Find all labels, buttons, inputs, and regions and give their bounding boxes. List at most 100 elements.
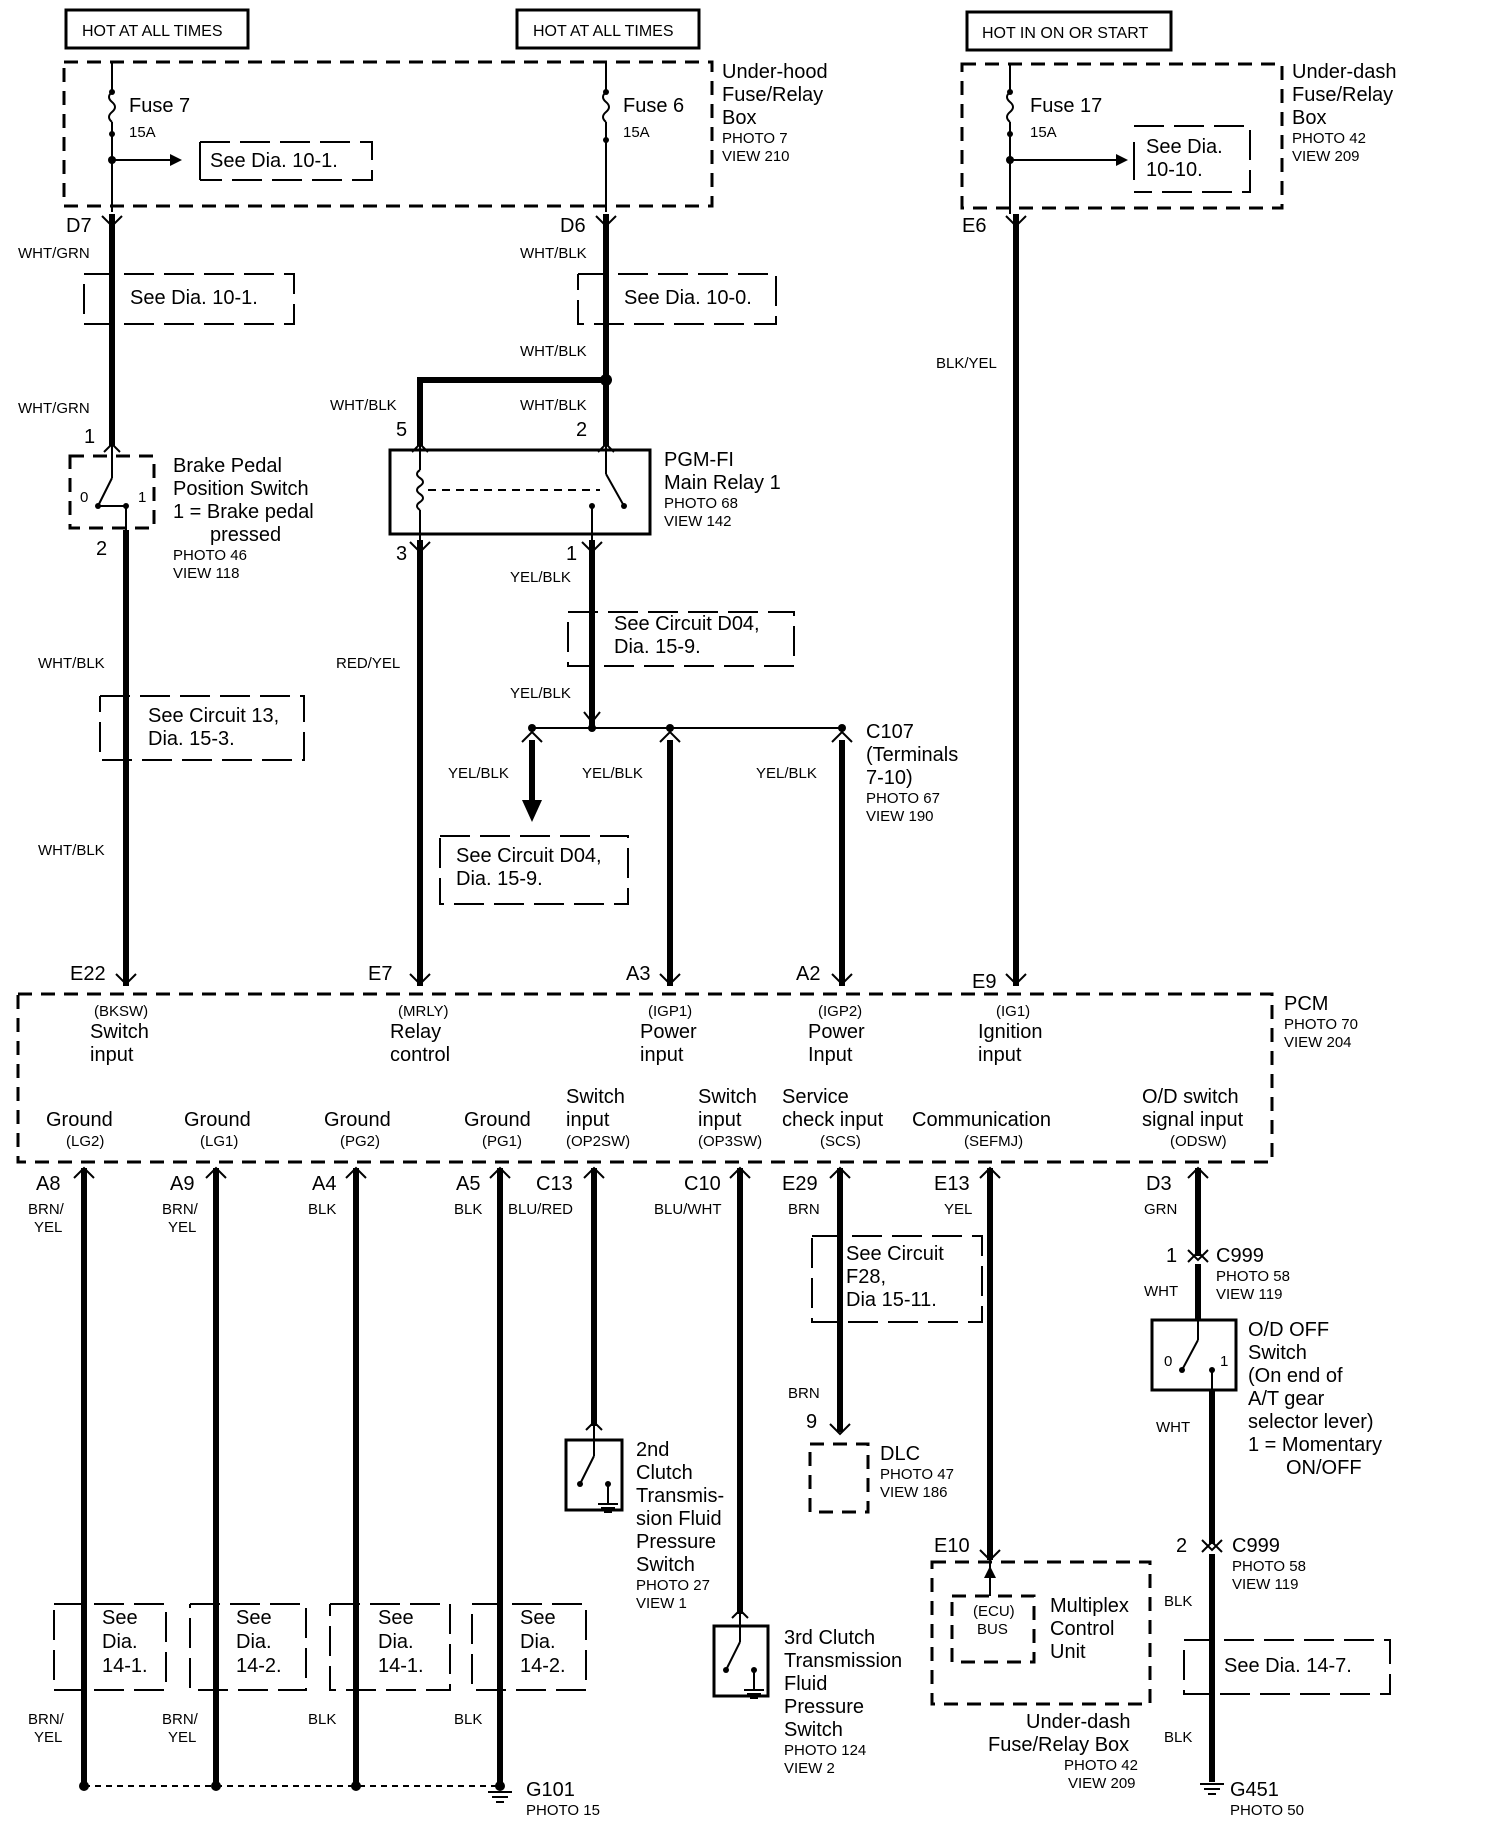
sw3-label-2: Transmission [784,1650,902,1672]
pcm-igp1-code: (IGP1) [648,1003,692,1020]
ref-circuit-13-2: Dia. 15-3. [148,728,235,750]
brake-pin-2: 2 [96,538,107,560]
c999a-name: C999 [1216,1245,1264,1267]
ref-box-g2 [189,1603,307,1691]
hot-label-box-1 [64,8,250,50]
wire-label-wht-blk-brake-1: WHT/BLK [38,655,105,672]
terminal-e7: E7 [368,963,392,985]
fuse-7-name: Fuse 7 [129,95,190,117]
wire-label-a8-2: YEL [34,1219,62,1236]
mcu-bus-box [950,1594,1036,1664]
mcu-box-label-2: Fuse/Relay Box [988,1734,1129,1756]
ref-g3-3: 14-1. [378,1655,424,1677]
c107-label-1: C107 [866,721,914,743]
relay-pin-5: 5 [396,419,407,441]
wire-label-wht-blk-brake-2: WHT/BLK [38,842,105,859]
relay-pin-2: 2 [576,419,587,441]
od-label-7: ON/OFF [1286,1457,1362,1479]
wire-label-wht-blk-d6: WHT/BLK [520,245,587,262]
hot-label-1: HOT AT ALL TIMES [82,23,223,40]
brake-switch-label-3: 1 = Brake pedal [173,501,314,523]
dlc-pin: 9 [806,1411,817,1433]
ref-d04-b-2: Dia. 15-9. [456,868,543,890]
g101-photo: PHOTO 15 [526,1802,600,1819]
wire-label-a5: BLK [454,1201,482,1218]
wire-label-b5: BLK [454,1711,482,1728]
wire-label-b9-1: BRN/ [162,1711,199,1728]
terminal-a4: A4 [312,1173,336,1195]
arrow-to-d04 [522,800,542,822]
underdash-fuse-box-top [960,62,1284,210]
wire-label-yel-blk-1: YEL/BLK [510,569,571,586]
terminal-a5: A5 [456,1173,480,1195]
sw2-label-3: Transmis- [636,1485,724,1507]
od-pos-1: 1 [1220,1353,1228,1370]
pcm-mrly-2: control [390,1044,450,1066]
brake-switch-label-4: pressed [210,524,281,546]
g101-label: G101 [526,1779,575,1801]
pcm-ig1-2: input [978,1044,1022,1066]
wire-label-wht-blk-mid: WHT/BLK [520,343,587,360]
ref-d04-a-2: Dia. 15-9. [614,636,701,658]
hot-label-3: HOT IN ON OR START [982,25,1148,42]
pcm-lg1-code: (LG1) [200,1133,238,1150]
pcm-ig1-1: Ignition [978,1021,1043,1043]
ref-g2-3: 14-2. [236,1655,282,1677]
ref-box-d04-b [439,835,629,905]
hot-label-box-3 [965,10,1173,52]
c999a-pin: 1 [1166,1245,1177,1267]
wire-label-wht-grn-2: WHT/GRN [18,400,90,417]
ref-box-circuit-13 [99,695,305,761]
wire-label-brn-2: BRN [788,1385,820,1402]
underdash-box-top-label-2: Fuse/Relay [1292,84,1393,106]
ref-g4-3: 14-2. [520,1655,566,1677]
ref-g1-3: 14-1. [102,1655,148,1677]
pcm-scs-1: Service [782,1086,849,1108]
ref-box-dia-14-7 [1183,1639,1391,1695]
ref-box-dia-10-0 [577,273,777,325]
brake-pin-1: 1 [84,426,95,448]
fuse-6-amps: 15A [623,124,650,141]
wire-label-wht-blk-2: WHT/BLK [520,397,587,414]
pcm-igp2-2: Input [808,1044,853,1066]
wire-label-yel-blk-2: YEL/BLK [510,685,571,702]
sw2-label-6: Switch [636,1554,695,1576]
relay-label-1: PGM-FI [664,449,734,471]
pcm-photo: PHOTO 70 [1284,1016,1358,1033]
pcm-bksw-2: input [90,1044,134,1066]
pcm-bksw-1: Switch [90,1021,149,1043]
ref-dia-10-0: See Dia. 10-0. [624,287,752,309]
g451-label: G451 [1230,1779,1279,1801]
brake-switch-label-2: Position Switch [173,478,309,500]
terminal-c10: C10 [684,1173,721,1195]
wire-label-b8-2: YEL [34,1729,62,1746]
underhood-box-label-3: Box [722,107,756,129]
relay-pin-1: 1 [566,543,577,565]
od-label-5: selector lever) [1248,1411,1374,1433]
ref-f28-1: See Circuit [846,1243,944,1265]
pcm-sefmj-1: Communication [912,1109,1051,1131]
wire-label-yel-blk-4: YEL/BLK [582,765,643,782]
sw3-label-3: Fluid [784,1673,827,1695]
fuse-17-amps: 15A [1030,124,1057,141]
pcm-pg2-label: Ground [324,1109,391,1131]
sw2-photo: PHOTO 27 [636,1577,710,1594]
pcm-igp1-2: input [640,1044,684,1066]
ref-dia-10-1: See Dia. 10-1. [130,287,258,309]
mcu-box-label-1: Under-dash [1026,1711,1131,1733]
fuse-17 [1006,64,1128,214]
ref-g4-1: See [520,1607,556,1629]
mcu-photo: PHOTO 42 [1064,1757,1138,1774]
ref-box-d04-a [567,611,795,667]
wire-label-a4: BLK [308,1201,336,1218]
pcm-odsw-code: (ODSW) [1170,1133,1227,1150]
fuse-17-see-box [1134,125,1251,193]
pcm-lg2-code: (LG2) [66,1133,104,1150]
terminal-a9: A9 [170,1173,194,1195]
wire-label-brn-1: BRN [788,1201,820,1218]
wire-label-red-yel: RED/YEL [336,655,400,672]
ref-dia-14-7: See Dia. 14-7. [1224,1655,1352,1677]
underdash-box-top-label: Under-dash [1292,61,1397,83]
underhood-box-label: Under-hood [722,61,828,83]
sw3-photo: PHOTO 124 [784,1742,866,1759]
